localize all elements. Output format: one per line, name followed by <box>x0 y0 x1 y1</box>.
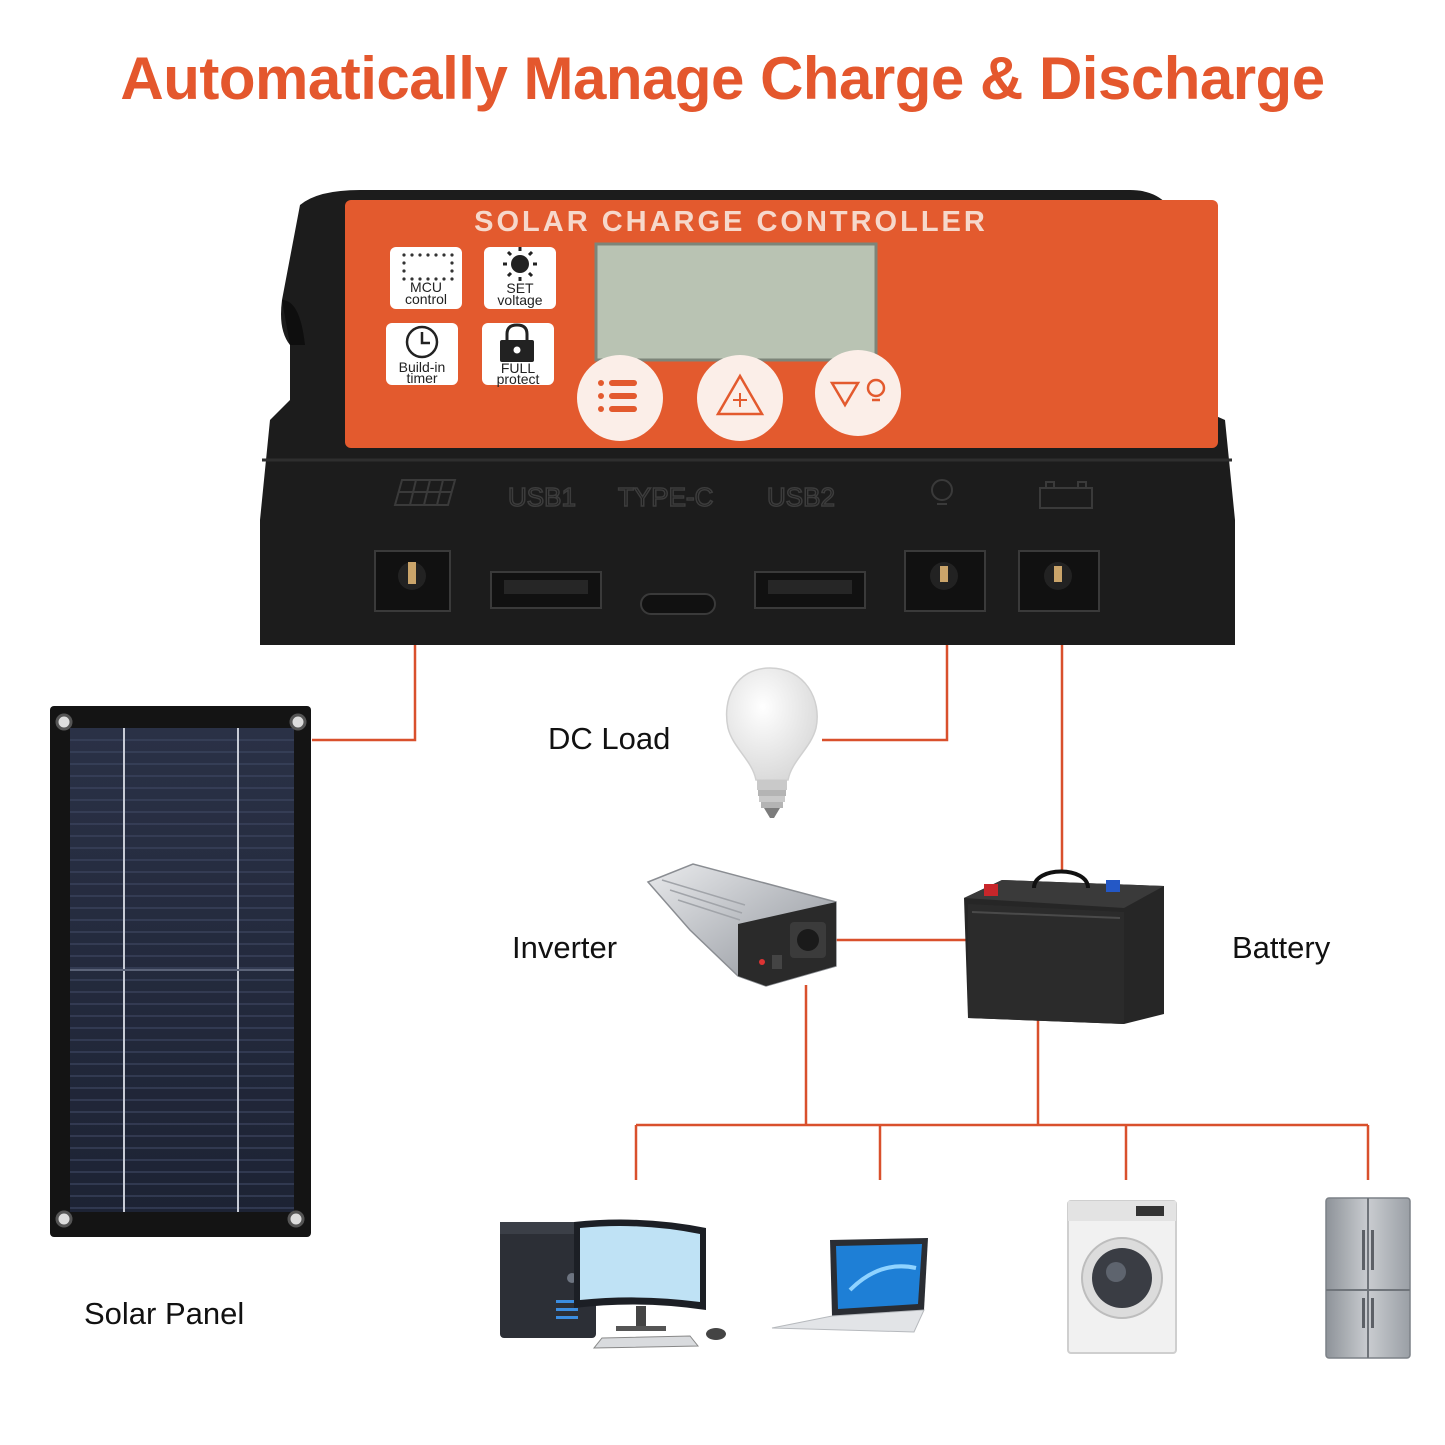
label-battery: Battery <box>1232 930 1331 965</box>
wires <box>312 590 1370 1180</box>
feature-tile-timer <box>386 323 458 385</box>
sun-gear-icon <box>503 247 537 281</box>
refrigerator-icon <box>1325 1197 1411 1359</box>
light-bulb-icon <box>725 667 818 818</box>
feature-mcu-line2: control <box>404 291 448 307</box>
feature-set-line1: SET <box>506 280 534 296</box>
menu-icon <box>598 380 637 412</box>
battery-port-icon <box>1039 481 1093 509</box>
usb1-port[interactable] <box>490 571 602 609</box>
feature-protect-line1: FULL <box>500 360 536 376</box>
usb2-label: USB2 <box>767 482 835 512</box>
washing-machine-icon <box>1067 1200 1177 1354</box>
usb1-label: USB1 <box>508 482 576 512</box>
triangle-plus-icon <box>715 373 765 416</box>
desktop-computer-icon <box>500 1219 726 1349</box>
menu-button[interactable] <box>577 355 663 441</box>
label-solar-panel: Solar Panel <box>84 1296 245 1331</box>
feature-set-line2: voltage <box>497 292 543 308</box>
feature-tile-mcu <box>390 247 462 309</box>
down-light-button[interactable] <box>815 350 901 436</box>
typec-port[interactable] <box>640 593 716 615</box>
laptop-icon <box>771 1238 928 1333</box>
inverter-image <box>646 863 837 987</box>
controller-title: SOLAR CHARGE CONTROLLER <box>474 206 988 238</box>
solar-port-icon <box>393 479 457 506</box>
lock-icon <box>500 323 534 362</box>
up-button[interactable] <box>697 355 783 441</box>
usb2-port[interactable] <box>754 571 866 609</box>
triangle-bulb-icon <box>829 378 886 408</box>
battery-port[interactable] <box>1018 550 1100 612</box>
label-dc-load: DC Load <box>548 721 671 756</box>
solar-panel-image <box>50 706 311 1237</box>
clock-icon <box>405 325 439 359</box>
charge-controller: USB1 TYPE-C USB2 <box>260 190 1235 645</box>
feature-tile-protect <box>482 323 554 385</box>
battery-image <box>964 869 1164 1024</box>
lcd-screen <box>594 242 878 362</box>
label-inverter: Inverter <box>512 930 618 965</box>
load-port-icon <box>931 479 953 505</box>
feature-tile-set <box>484 247 556 309</box>
feature-timer-line2: timer <box>406 370 438 386</box>
mcu-chip-icon <box>402 253 454 281</box>
feature-mcu-line1: MCU <box>410 279 442 295</box>
typec-label: TYPE-C <box>618 482 713 512</box>
headline: Automatically Manage Charge & Discharge <box>120 45 1325 112</box>
solar-input-port[interactable] <box>374 550 451 612</box>
load-output-port[interactable] <box>904 550 986 612</box>
feature-protect-line2: protect <box>496 371 540 387</box>
feature-timer-line1: Build-in <box>398 359 446 375</box>
